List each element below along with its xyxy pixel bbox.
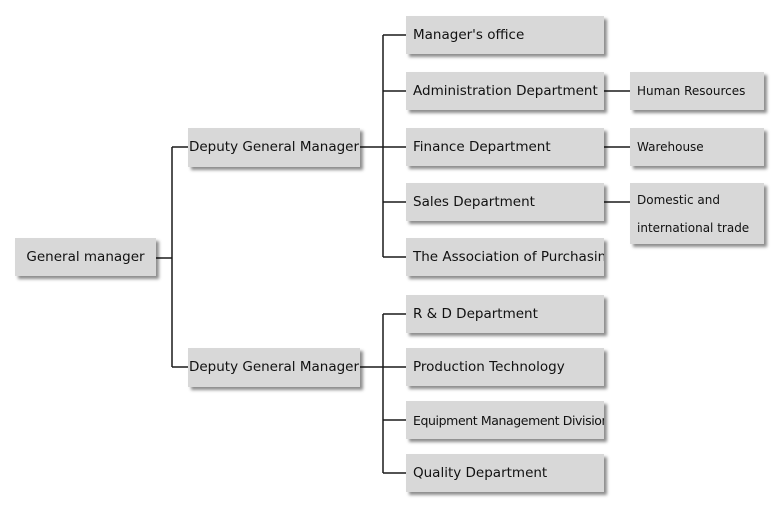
node-label: Warehouse [637,139,704,154]
node-human-resources: Human Resources [630,72,764,110]
node-deputy-general-manager-2: Deputy General Manager [188,348,360,387]
node-managers-office: Manager's office [406,16,604,54]
node-label: Manager's office [413,26,525,43]
node-production-technology: Production Technology [406,348,604,386]
node-label: Deputy General Manager [188,359,360,376]
node-deputy-general-manager-1: Deputy General Manager [188,128,360,167]
node-label-line-2: international trade [637,220,750,235]
node-label: General manager [26,248,145,265]
node-label: R & D Department [413,305,538,322]
node-label: Production Technology [413,358,565,375]
node-label: Administration Department [413,82,598,99]
node-sales-department: Sales Department [406,183,604,221]
node-label: Deputy General Manager [188,139,360,156]
node-label: Finance Department [413,138,551,155]
node-administration-department: Administration Department [406,72,604,110]
node-equipment-management-division: Equipment Management Division [406,401,604,439]
node-label-line-1: Domestic and [637,192,720,207]
node-label: Equipment Management Division [413,412,604,428]
node-label: The Association of Purchasing [413,248,604,265]
node-finance-department: Finance Department [406,128,604,166]
node-domestic-international-trade: Domestic and international trade [630,183,764,244]
node-quality-department: Quality Department [406,454,604,492]
node-label: Human Resources [637,83,746,98]
node-warehouse: Warehouse [630,128,764,166]
node-label: Sales Department [413,193,535,210]
node-label: Quality Department [413,464,548,481]
node-general-manager: General manager [15,238,156,276]
node-association-of-purchasing: The Association of Purchasing [406,238,604,276]
node-rd-department: R & D Department [406,295,604,333]
